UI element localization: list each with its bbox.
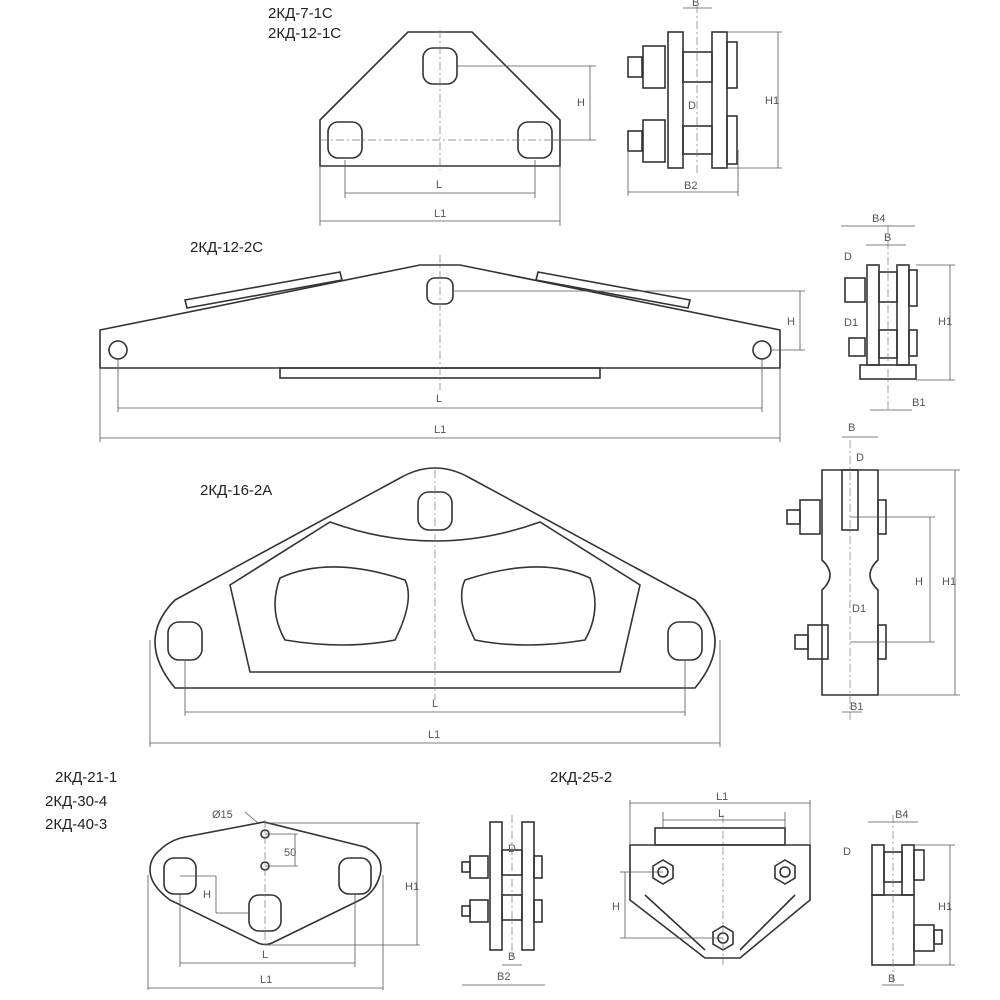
view-2kd-7-1c-side: B H1 D B2 [627,0,782,196]
dim-h: H [915,576,923,588]
title-2kd-7-1c: 2КД-7-1С [268,5,333,22]
title-2kd-16-2a: 2КД-16-2А [200,482,272,499]
dim-l1: L1 [428,729,440,741]
dim-b: B [888,973,895,985]
view-2kd-7-1c-front: 2КД-7-1С 2КД-12-1С H L L1 [268,5,596,226]
dim-l1: L1 [434,424,446,436]
dim-d1: D1 [844,317,858,329]
dim-l1: L1 [260,974,272,986]
dim-b1: B1 [850,701,863,713]
dim-l: L [432,698,438,710]
dim-b2: B2 [497,971,510,983]
view-2kd-25-2-front: 2КД-25-2 H L L1 [550,769,811,965]
dim-l: L [718,808,724,820]
dim-l: L [262,949,268,961]
title-2kd-12-2c: 2КД-12-2С [190,239,263,256]
dim-l1: L1 [434,208,446,220]
dim-d: D [844,251,852,263]
dim-b1: B1 [912,397,925,409]
dim-l: L [436,393,442,405]
dim-b4: B4 [872,213,885,225]
dim-b4: B4 [895,809,908,821]
dim-b: B [508,951,515,963]
dim-h1: H1 [942,576,956,588]
dim-d: D [843,846,851,858]
dim-b: B [692,0,699,9]
dim-l: L [436,179,442,191]
view-2kd-25-2-side: B4 D H1 B [843,809,955,986]
dim-h: H [203,889,211,901]
view-2kd-16-2a-side: B D H H1 D1 B1 [786,422,960,720]
title-2kd-40-3: 2КД-40-3 [45,816,107,833]
title-2kd-12-1c: 2КД-12-1С [268,25,341,42]
dim-diameter-15: Ø15 [212,809,233,821]
view-2kd-21-1-front: 2КД-21-1 2КД-30-4 2КД-40-3 Ø15 50 H H1 L… [45,769,420,990]
dim-b2: B2 [684,180,697,192]
dim-d: D [688,100,696,112]
view-2kd-12-2c-side: B4 B D D1 H1 B1 [841,213,955,411]
view-2kd-21-1-side: D B B2 [461,815,545,986]
dim-b: B [848,422,855,434]
dim-d: D [856,452,864,464]
dim-h: H [612,901,620,913]
dim-h: H [577,97,585,109]
dim-d1: D1 [852,603,866,615]
dim-l1: L1 [716,791,728,803]
dim-h1: H1 [765,95,779,107]
dim-h1: H1 [405,881,419,893]
dim-d: D [508,843,516,855]
view-2kd-12-2c-front: 2КД-12-2С H L L1 [99,239,805,442]
nut-icon [774,859,796,885]
dim-h1: H1 [938,316,952,328]
dim-h: H [787,316,795,328]
dim-h1: H1 [938,901,952,913]
title-2kd-21-1: 2КД-21-1 [55,769,117,786]
title-2kd-30-4: 2КД-30-4 [45,793,107,810]
dim-50: 50 [284,847,296,859]
dim-b: B [884,232,891,244]
title-2kd-25-2: 2КД-25-2 [550,769,612,786]
view-2kd-16-2a-front: 2КД-16-2А L L1 [149,467,721,747]
